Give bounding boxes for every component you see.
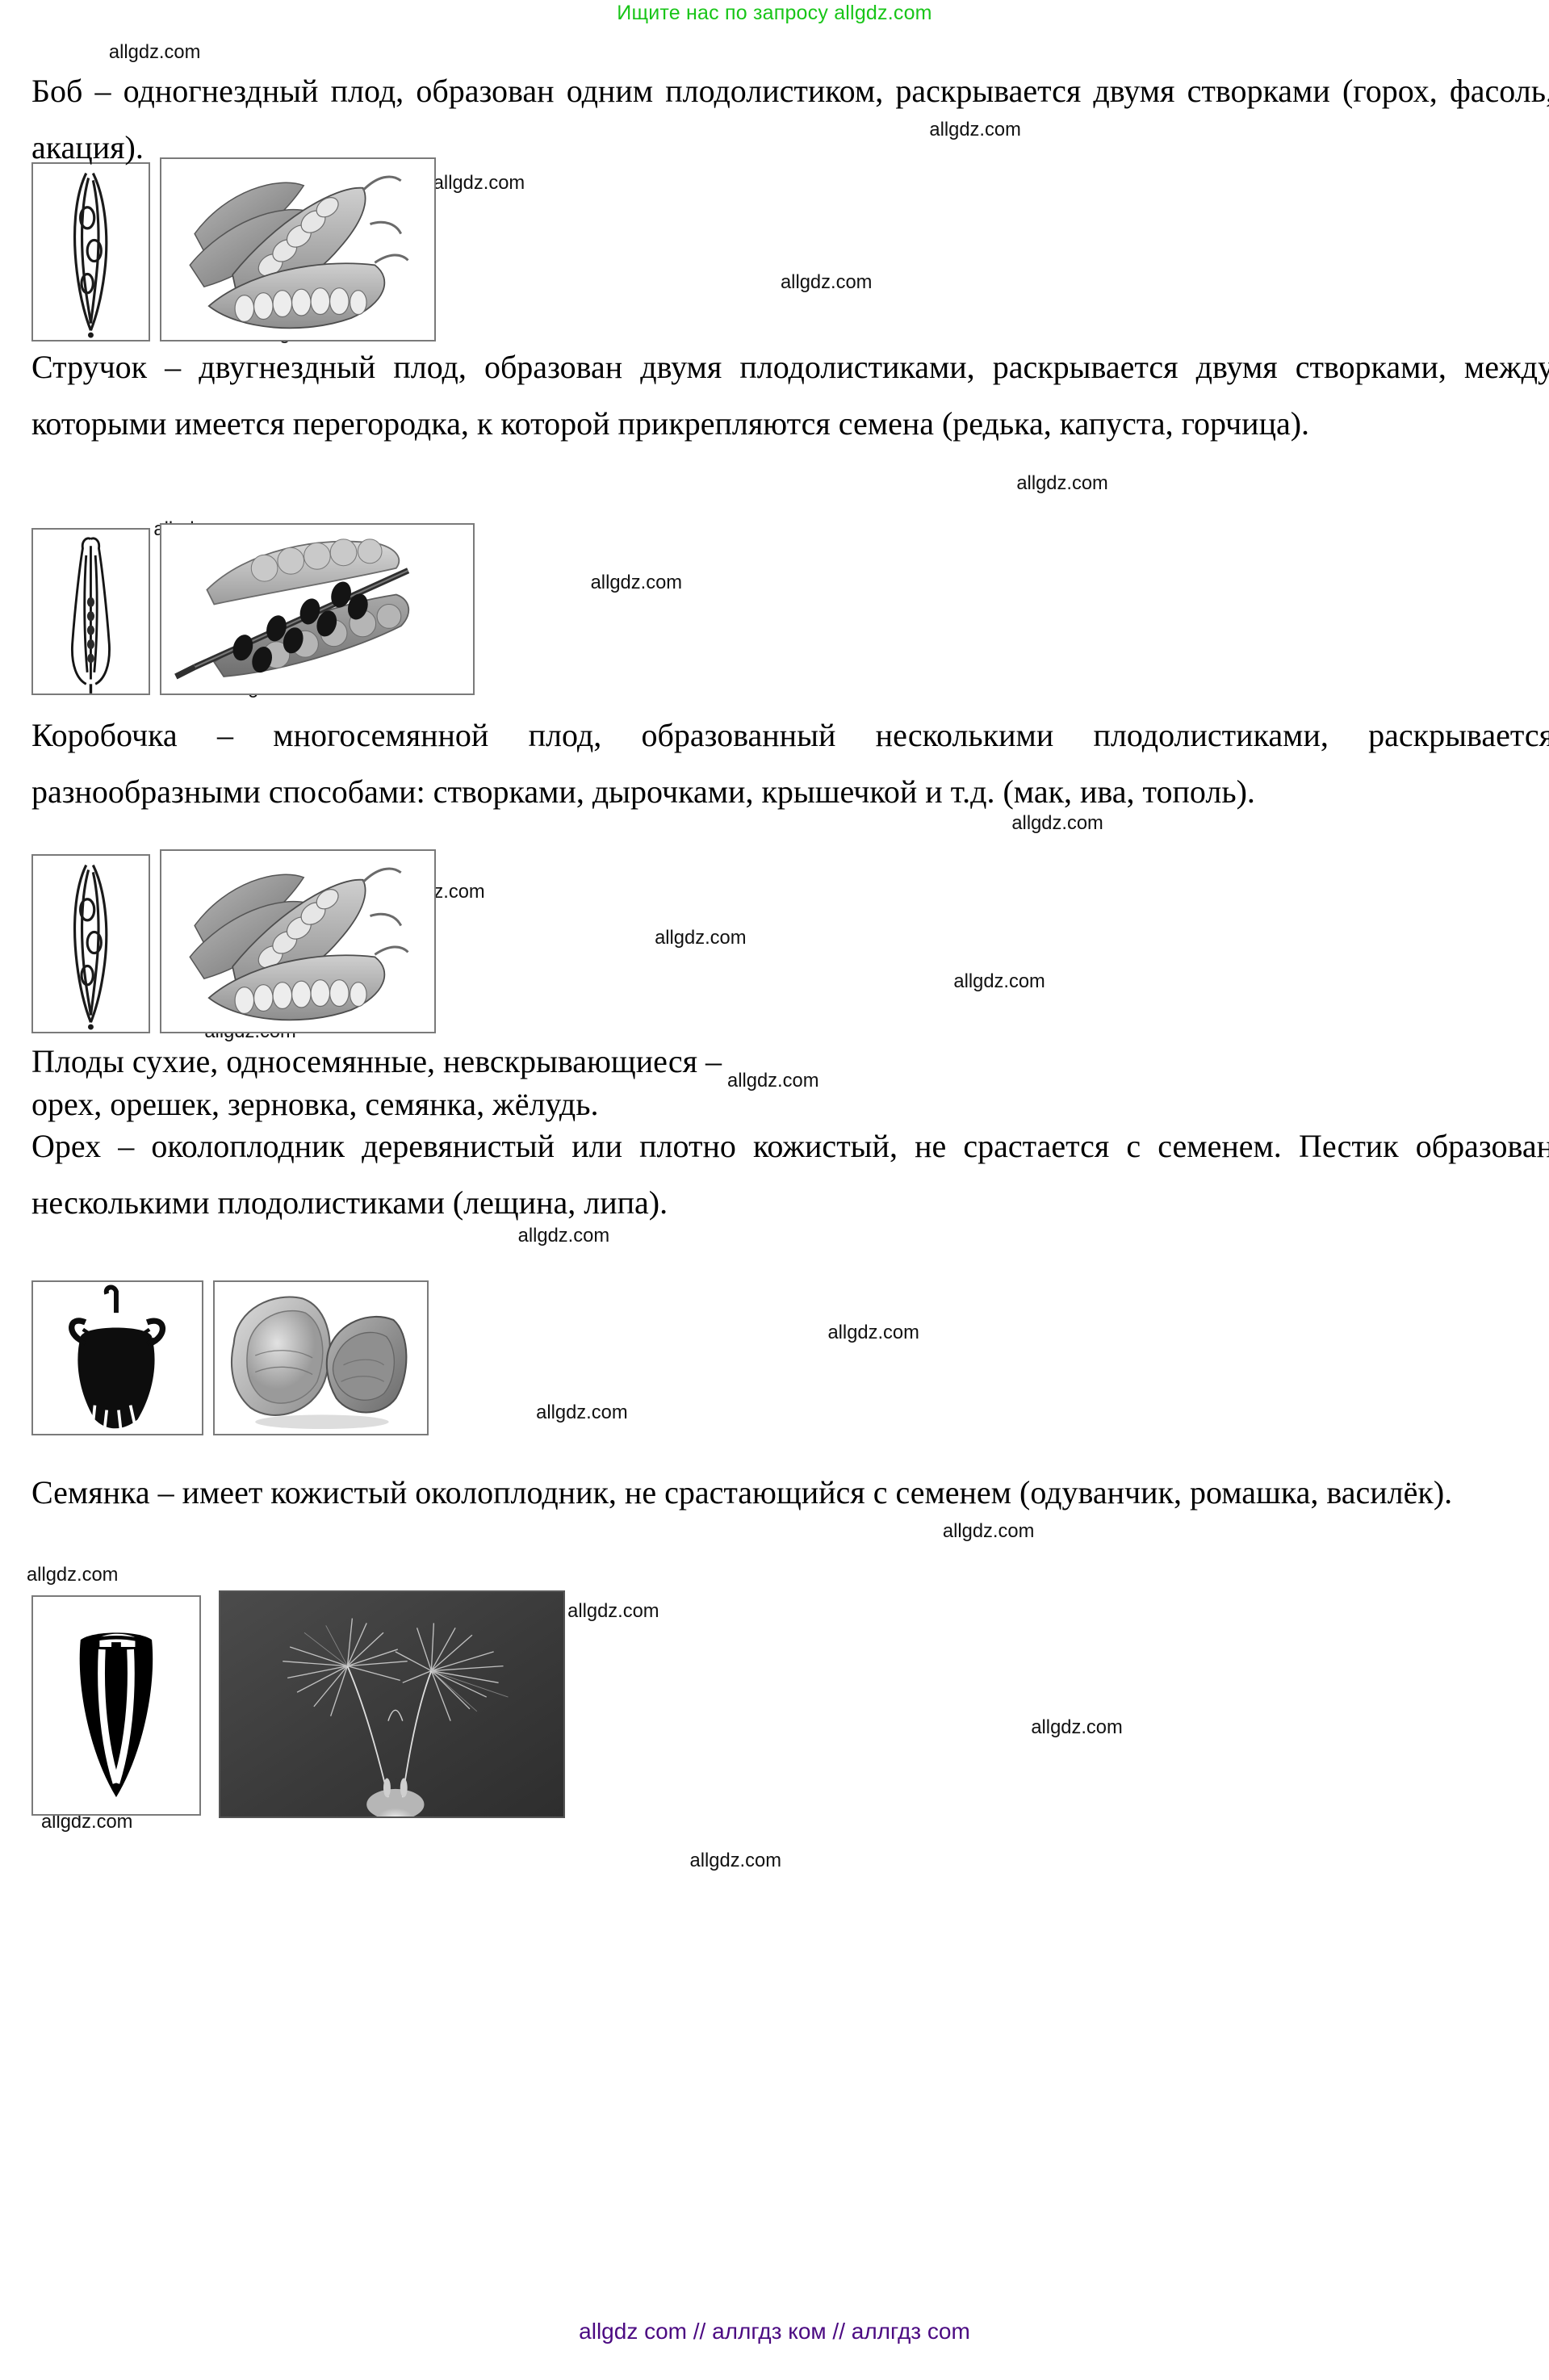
paragraph-korobochka: Коробочка – многосемянной плод, образова… bbox=[31, 716, 1549, 810]
figure-korobochka-diagram bbox=[31, 854, 150, 1034]
watermark-label: allgdz.com bbox=[953, 971, 1045, 993]
watermark-label: allgdz.com bbox=[929, 119, 1021, 140]
site-footer: allgdz com // аллгдз ком // аллгдз com bbox=[579, 2319, 970, 2344]
watermark-label: allgdz.com bbox=[40, 1811, 133, 1833]
figure-struchok-diagram bbox=[31, 527, 150, 695]
watermark-label: allgdz.com bbox=[942, 1521, 1035, 1543]
watermark-label: allgdz.com bbox=[26, 1564, 119, 1586]
figure-korobochka-photo bbox=[159, 849, 436, 1034]
figure-oreh-photo bbox=[212, 1280, 429, 1436]
paragraph-struchok: Стручок – двугнездный плод, образован дв… bbox=[31, 348, 1549, 442]
watermark-label: allgdz.com bbox=[433, 172, 525, 194]
watermark-label: allgdz.com bbox=[1011, 812, 1103, 834]
figure-bob-photo bbox=[159, 157, 436, 341]
figure-semyanka-photo bbox=[219, 1590, 566, 1818]
paragraph-oreh: Орех – околоплодник деревянистый или пло… bbox=[31, 1128, 1549, 1221]
watermark-label: allgdz.com bbox=[108, 41, 201, 63]
watermark-label: allgdz.com bbox=[517, 1226, 610, 1247]
figure-oreh-diagram bbox=[31, 1280, 203, 1436]
watermark-label: allgdz.com bbox=[1016, 472, 1108, 494]
paragraph-semyanka: Семянка – имеет кожистый околоплодник, н… bbox=[31, 1474, 1453, 1511]
paragraph-bob: Боб – одногнездный плод, образован одним… bbox=[31, 72, 1549, 166]
paragraph-plody-suhie: Плоды сухие, односемянные, невскрывающие… bbox=[31, 1043, 722, 1080]
watermark-label: allgdz.com bbox=[536, 1402, 628, 1424]
watermark-label: allgdz.com bbox=[727, 1071, 819, 1092]
promo-banner: Ищите нас по запросу allgdz.com bbox=[617, 2, 932, 24]
watermark-label: allgdz.com bbox=[567, 1600, 659, 1622]
watermark-label: allgdz.com bbox=[1031, 1716, 1123, 1738]
paragraph-plody-suhie-list: орех, орешек, зерновка, семянка, жёлудь. bbox=[31, 1085, 599, 1122]
watermark-label: allgdz.com bbox=[590, 572, 683, 593]
figure-bob-diagram bbox=[31, 161, 150, 341]
figure-semyanka-diagram bbox=[31, 1594, 201, 1816]
watermark-label: allgdz.com bbox=[827, 1322, 919, 1344]
watermark-label: allgdz.com bbox=[780, 271, 873, 293]
watermark-label: allgdz.com bbox=[689, 1850, 781, 1871]
figure-struchok-photo bbox=[159, 522, 475, 695]
watermark-label: allgdz.com bbox=[655, 928, 747, 949]
